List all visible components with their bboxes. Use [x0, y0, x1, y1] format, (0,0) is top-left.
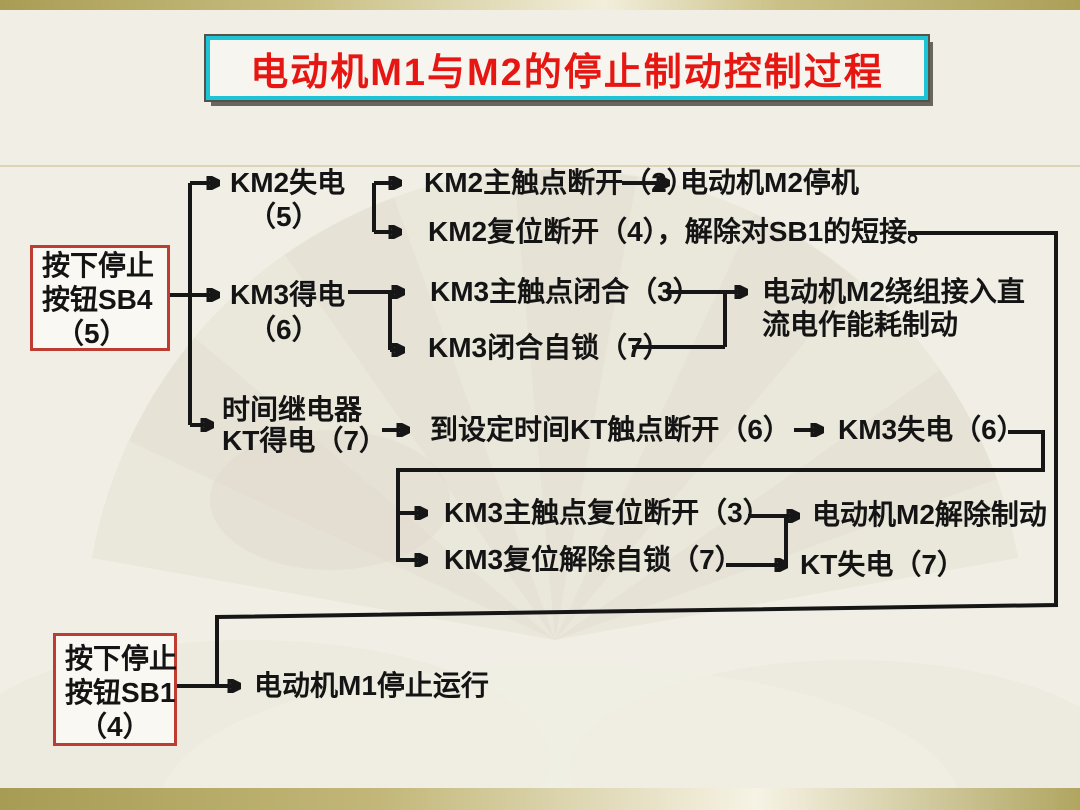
title-box: 电动机M1与M2的停止制动控制过程 — [204, 34, 930, 102]
sb4-line2: 按钮SB4 — [42, 284, 153, 315]
node-km2-main-open: KM2主触点断开（2） — [424, 167, 695, 198]
top-border-bar — [0, 0, 1080, 10]
m2-brake-line1: 电动机M2绕组接入直 — [762, 276, 1025, 307]
node-km3-main-close: KM3主触点闭合（3） — [430, 276, 701, 307]
sb4-line1: 按下停止 — [42, 250, 155, 281]
sb1-line3: （4） — [79, 711, 151, 742]
start-box-sb4: 按下停止 按钮SB4 （5） — [30, 245, 170, 351]
node-m2-stop: 电动机M2停机 — [680, 167, 859, 198]
node-km3-gain-num: （6） — [248, 314, 320, 345]
bottom-border-bar — [0, 788, 1080, 810]
node-m2-release: 电动机M2解除制动 — [812, 499, 1047, 530]
node-km2-loss: KM2失电 — [230, 167, 346, 198]
sb1-line1: 按下停止 — [65, 643, 178, 674]
start-box-sb1: 按下停止 按钮SB1 （4） — [53, 633, 177, 746]
mountain-shape — [160, 665, 960, 810]
node-km3-gain: KM3得电 — [230, 279, 346, 310]
node-km3-loss: KM3失电（6） — [838, 414, 1025, 445]
theme-divider-line — [0, 165, 1080, 167]
node-kt-loss: KT失电（7） — [800, 549, 965, 580]
node-km3-main-reset: KM3主触点复位断开（3） — [444, 497, 771, 528]
node-m2-brake: 电动机M2绕组接入直 流电作能耗制动 — [762, 275, 1025, 341]
node-kt-relay: 时间继电器 KT得电（7） — [222, 394, 387, 456]
m2-brake-line2: 流电作能耗制动 — [762, 309, 959, 340]
page-title: 电动机M1与M2的停止制动控制过程 — [250, 51, 884, 94]
kt-relay-line1: 时间继电器 — [222, 394, 363, 425]
sb4-line3: （5） — [56, 318, 128, 349]
sb1-line2: 按钮SB1 — [65, 677, 176, 708]
node-km2-loss-num: （5） — [248, 201, 320, 232]
node-km2-reset: KM2复位断开（4），解除对SB1的短接。 — [428, 216, 936, 247]
node-kt-timeout: 到设定时间KT触点断开（6） — [430, 414, 791, 445]
node-m1-stop: 电动机M1停止运行 — [254, 670, 489, 701]
kt-relay-line2: KT得电（7） — [222, 425, 387, 456]
node-km3-selflock: KM3闭合自锁（7） — [428, 332, 671, 363]
node-km3-unlock: KM3复位解除自锁（7） — [444, 544, 743, 575]
